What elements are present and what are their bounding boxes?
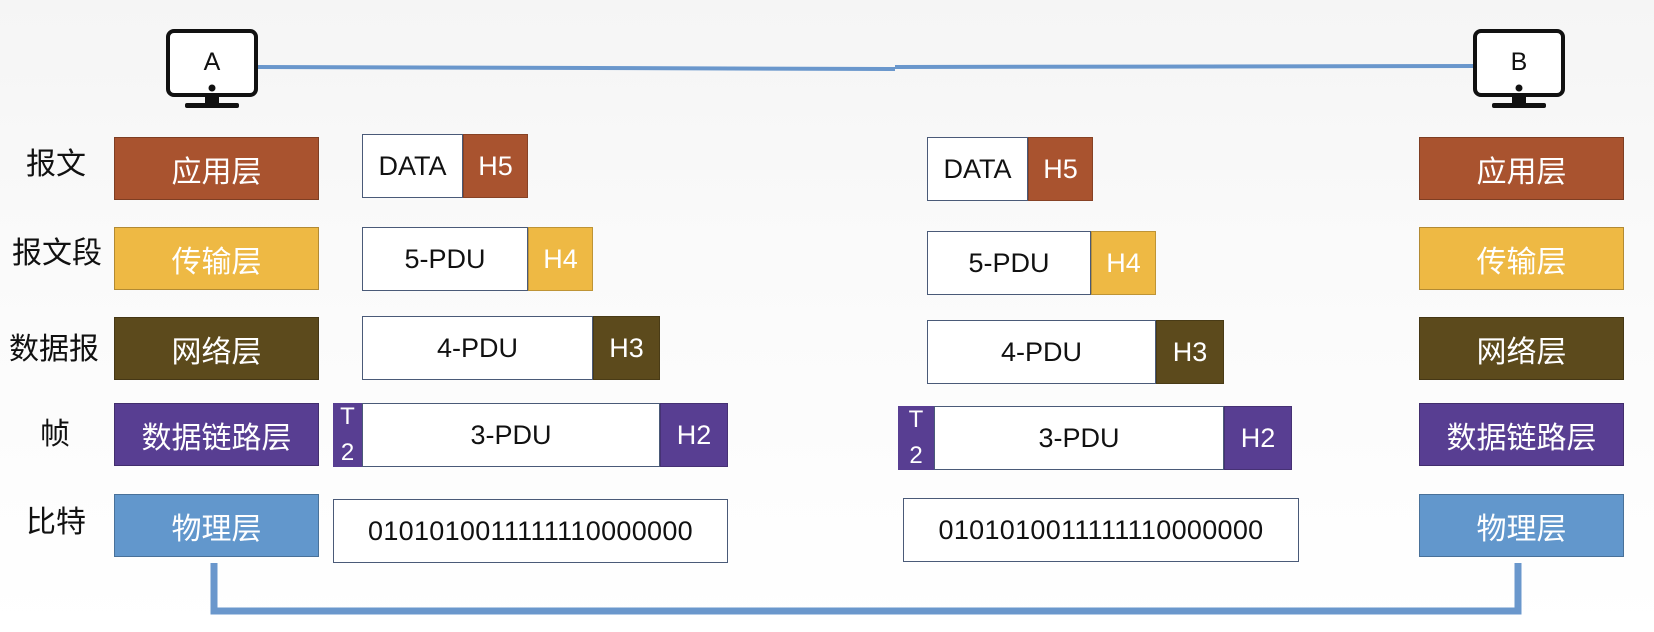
unit-label-segment: 报文段 bbox=[12, 237, 102, 270]
right-h2-header: H2 bbox=[1224, 406, 1292, 470]
right-physical-layer: 物理层 bbox=[1419, 494, 1624, 557]
left-t2-trailer: T 2 bbox=[333, 403, 362, 467]
left-t2-top: T bbox=[340, 403, 355, 430]
unit-label-frame: 帧 bbox=[40, 418, 70, 451]
right-t2-top: T bbox=[908, 406, 924, 433]
bottom-link-line bbox=[210, 563, 1522, 615]
left-h5-header: H5 bbox=[463, 134, 528, 198]
right-h4-header: H4 bbox=[1091, 231, 1156, 295]
right-3pdu-box: 3-PDU bbox=[934, 406, 1224, 470]
left-t2-bottom: 2 bbox=[340, 439, 355, 466]
right-t2-bottom: 2 bbox=[909, 442, 923, 469]
left-physical-layer: 物理层 bbox=[114, 494, 319, 557]
host-a-label: A bbox=[203, 48, 221, 76]
left-h2-header: H2 bbox=[660, 403, 728, 467]
right-4pdu-box: 4-PDU bbox=[927, 320, 1156, 384]
left-datalink-layer: 数据链路层 bbox=[114, 403, 319, 466]
right-application-layer: 应用层 bbox=[1419, 137, 1624, 200]
right-5pdu-box: 5-PDU bbox=[927, 231, 1091, 295]
host-b-label: B bbox=[1510, 48, 1528, 76]
right-datalink-layer: 数据链路层 bbox=[1419, 403, 1624, 466]
left-5pdu-box: 5-PDU bbox=[362, 227, 528, 291]
unit-label-bits: 比特 bbox=[26, 506, 86, 539]
left-network-layer: 网络层 bbox=[114, 317, 319, 380]
left-h4-header: H4 bbox=[528, 227, 593, 291]
right-h3-header: H3 bbox=[1156, 320, 1224, 384]
computer-a-icon: A bbox=[165, 28, 259, 110]
unit-label-datagram: 数据报 bbox=[9, 333, 99, 366]
right-transport-layer: 传输层 bbox=[1419, 227, 1624, 290]
computer-b-icon: B bbox=[1472, 28, 1566, 110]
right-network-layer: 网络层 bbox=[1419, 317, 1624, 380]
left-h3-header: H3 bbox=[593, 316, 660, 380]
left-3pdu-box: 3-PDU bbox=[362, 403, 660, 467]
top-link-line bbox=[257, 65, 896, 71]
left-transport-layer: 传输层 bbox=[114, 227, 319, 290]
left-bitstream-box: 0101010011111110000000 bbox=[333, 499, 728, 563]
unit-label-message: 报文 bbox=[26, 148, 86, 181]
right-bitstream-box: 0101010011111110000000 bbox=[903, 498, 1299, 562]
left-application-layer: 应用层 bbox=[114, 137, 319, 200]
left-4pdu-box: 4-PDU bbox=[362, 316, 593, 380]
left-data-box: DATA bbox=[362, 134, 463, 198]
right-h5-header: H5 bbox=[1028, 137, 1093, 201]
right-t2-trailer: T 2 bbox=[898, 406, 934, 470]
right-data-box: DATA bbox=[927, 137, 1028, 201]
